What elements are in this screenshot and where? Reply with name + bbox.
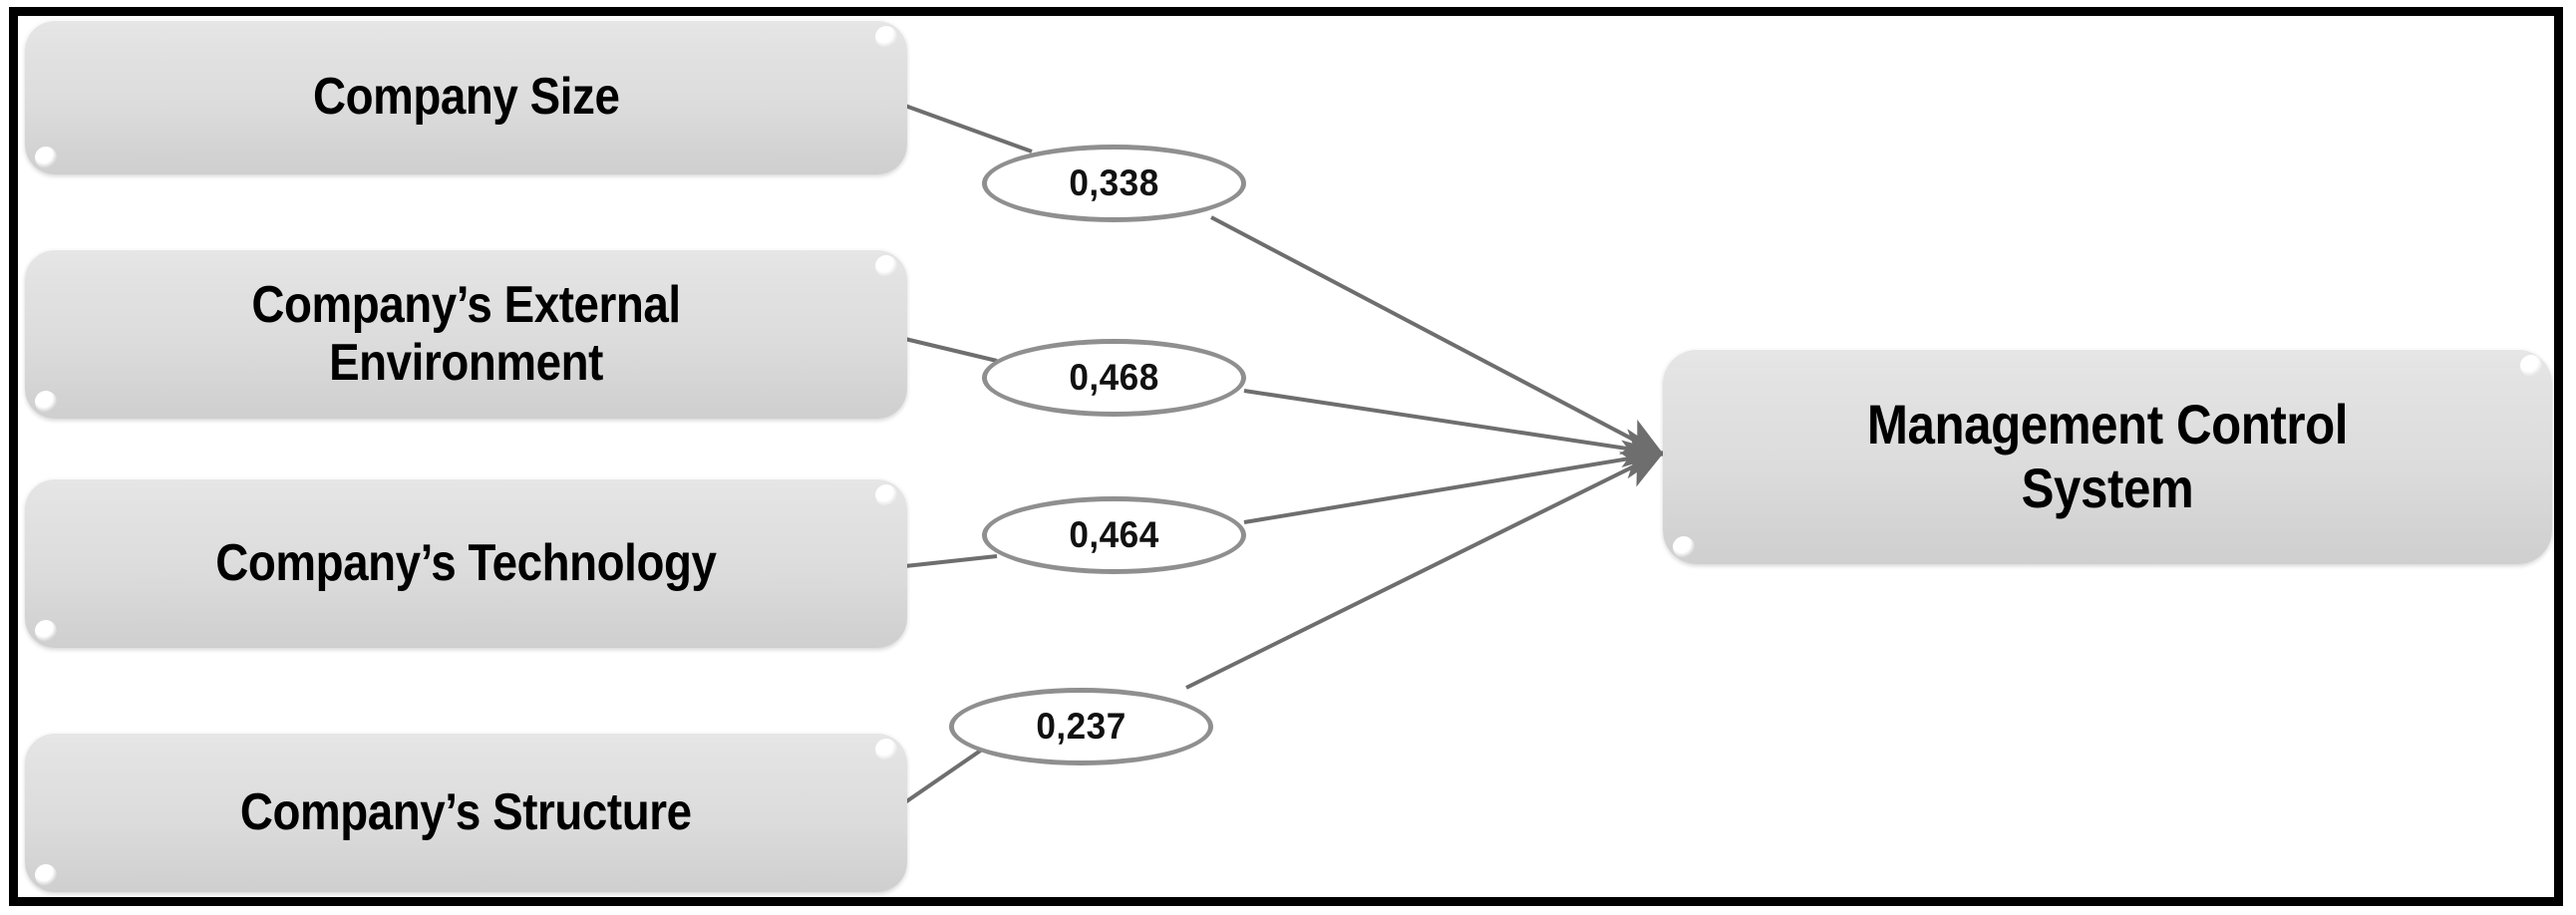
node-company-structure-label: Company’s Structure [240, 782, 692, 841]
coefficient-value-company-technology: 0,464 [1069, 514, 1159, 555]
path-line-company-size-left [904, 104, 1033, 153]
coefficient-ellipse-company-external-environment[interactable]: 0,468 [982, 339, 1246, 417]
node-company-technology[interactable]: Company’s Technology [25, 478, 907, 648]
coefficient-value-company-structure: 0,237 [1036, 706, 1127, 747]
coefficient-ellipse-company-technology[interactable]: 0,464 [982, 496, 1246, 574]
path-line-company-structure-right [1185, 451, 1666, 690]
coefficient-ellipse-company-structure[interactable]: 0,237 [949, 688, 1213, 765]
path-line-company-size-right [1210, 215, 1666, 457]
coefficient-value-company-size: 0,338 [1069, 162, 1159, 203]
path-line-company-structure-left [903, 748, 984, 804]
node-company-size[interactable]: Company Size [25, 20, 907, 174]
path-line-company-technology-right [1243, 440, 1666, 524]
node-company-size-label: Company Size [312, 68, 620, 127]
node-company-external-environment[interactable]: Company’s External Environment [25, 249, 907, 419]
node-management-control-system[interactable]: Management Control System [1663, 349, 2552, 564]
node-company-external-environment-label: Company’s External Environment [251, 275, 681, 392]
node-company-technology-label: Company’s Technology [215, 533, 717, 592]
node-company-structure[interactable]: Company’s Structure [25, 733, 907, 892]
coefficient-ellipse-company-size[interactable]: 0,338 [982, 145, 1246, 222]
path-line-company-technology-left [904, 554, 998, 568]
coefficient-value-company-external-environment: 0,468 [1069, 357, 1159, 398]
path-line-company-external-right [1243, 389, 1666, 468]
node-management-control-system-label: Management Control System [1866, 392, 2349, 519]
path-line-company-external-left [904, 337, 998, 363]
